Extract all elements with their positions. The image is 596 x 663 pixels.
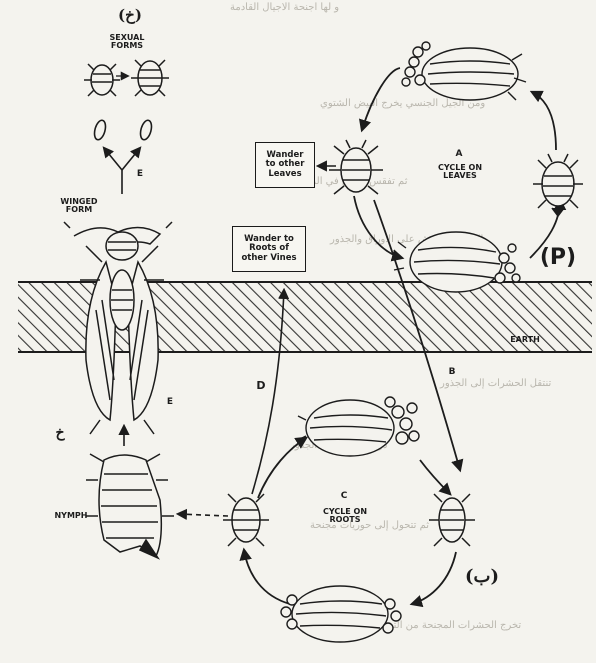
p-label: (P)	[530, 246, 586, 269]
sexual-forms-insects	[84, 60, 169, 96]
e-lower-label: E	[164, 398, 176, 407]
leaf-egg-mass-top	[402, 42, 526, 100]
cycle-leaves-label: CYCLE ON LEAVES	[428, 164, 492, 181]
leaf-nymph-left	[329, 140, 383, 194]
arabic-left-label: خ	[50, 426, 70, 441]
a-label: A	[452, 150, 466, 159]
b-label: B	[446, 368, 458, 377]
wander-other-leaves-box: Wander to other Leaves	[255, 142, 315, 188]
arabic-top-label: (خ)	[100, 8, 160, 24]
nymph-dashed-arrow	[178, 514, 228, 516]
root-nymph-right	[429, 494, 475, 546]
winter-eggs	[93, 119, 154, 141]
c-label: C	[338, 492, 350, 501]
root-nymph-left	[223, 494, 269, 546]
leaf-nymph-right	[533, 154, 583, 216]
e-upper-label: E	[134, 170, 146, 179]
root-egg-mass-bottom	[281, 586, 401, 642]
sexual-forms-label: SEXUAL FORMS	[92, 34, 162, 51]
wander-roots-box: Wander to Roots of other Vines	[232, 226, 306, 272]
arabic-bottom-label: (ب)	[454, 568, 510, 587]
earth-label: EARTH	[500, 336, 550, 344]
d-label: D	[254, 380, 268, 392]
root-egg-mass-top	[298, 397, 419, 456]
winged-form-label: WINGED FORM	[52, 198, 106, 215]
nymph-label: NYMPH	[46, 512, 96, 520]
cycle-roots-label: CYCLE ON ROOTS	[314, 508, 376, 525]
nymph-insect	[86, 454, 174, 558]
